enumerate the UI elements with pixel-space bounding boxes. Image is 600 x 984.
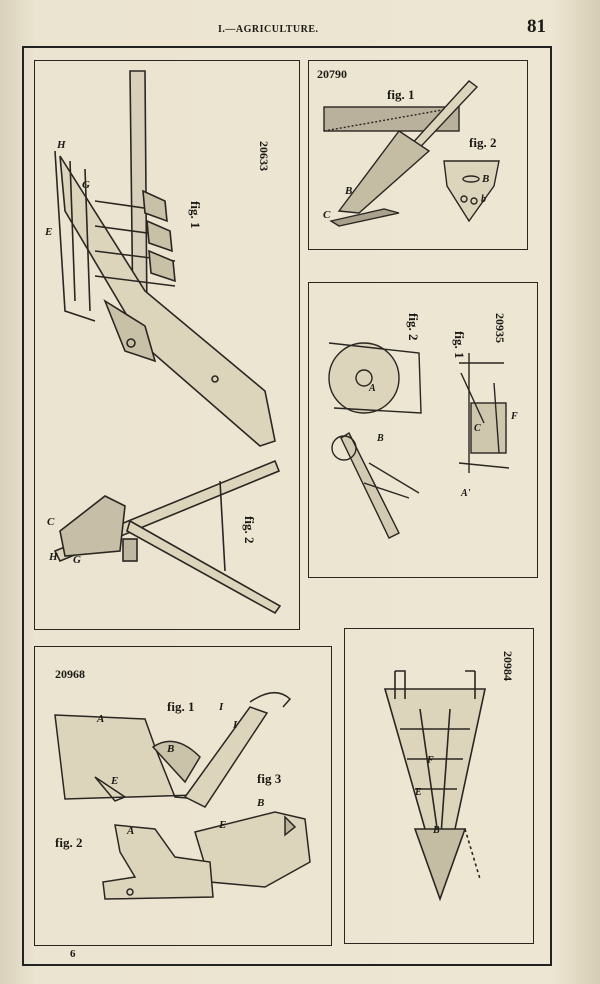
- seeder-drawing: [328, 342, 510, 539]
- part-letter: B: [482, 173, 490, 185]
- part-letter: E: [111, 775, 119, 787]
- plough-bodies-drawing: [54, 692, 311, 900]
- part-letter: H: [57, 139, 66, 151]
- page-number: 81: [527, 16, 546, 37]
- part-letter: b: [481, 194, 486, 205]
- page-header: I.—AGRICULTURE. 81: [0, 14, 600, 44]
- part-letter: B: [433, 825, 440, 836]
- patent-number: 20968: [55, 667, 85, 681]
- signature-mark: 6: [70, 948, 76, 960]
- part-letter: A: [369, 383, 376, 394]
- shovel-drawing: [323, 80, 500, 227]
- part-letter: B: [345, 185, 353, 197]
- part-letter: B: [257, 797, 265, 809]
- part-letter: H: [49, 551, 58, 563]
- part-letter: I: [219, 701, 224, 713]
- section-title: I.—AGRICULTURE.: [218, 24, 319, 35]
- figure-label: fig. 2: [469, 135, 497, 150]
- part-letter: G: [73, 554, 81, 566]
- panel-20790: 20790 fig. 1 fig. 2 B C B b: [308, 60, 528, 250]
- figure-label: fig. 1: [387, 87, 415, 102]
- harrow-drawing: [383, 670, 486, 902]
- part-letter: E: [219, 819, 227, 831]
- part-letter: E: [415, 787, 422, 798]
- part-letter: E: [45, 226, 53, 238]
- part-letter: I: [233, 719, 238, 731]
- figure-label: fig. 2: [55, 835, 83, 850]
- part-letter: A: [97, 713, 105, 725]
- part-letter: B: [167, 743, 175, 755]
- part-letter: B: [377, 433, 384, 444]
- part-letter: G: [82, 179, 90, 191]
- patent-number: 20790: [317, 67, 347, 81]
- panel-20935: 20935 fig. 1 fig. 2 A B C F: [308, 282, 538, 578]
- plough-drawing: [53, 70, 282, 615]
- part-letter: C: [47, 516, 55, 528]
- plate-frame: 20633 fig. 1 fig. 2: [22, 46, 552, 966]
- part-letter: A': [461, 488, 471, 499]
- panel-20968: 20968 fig. 1 fig. 2 fig 3 A B E: [34, 646, 332, 946]
- panel-20633: 20633 fig. 1 fig. 2: [34, 60, 300, 630]
- figure-label: fig 3: [257, 771, 282, 786]
- panel-20984: 20984 F E B: [344, 628, 534, 944]
- part-letter: A: [127, 825, 135, 837]
- figure-label: fig. 1: [167, 699, 195, 714]
- part-letter: F: [427, 755, 434, 766]
- part-letter: C: [474, 423, 481, 434]
- part-letter: C: [323, 209, 331, 221]
- part-letter: F: [511, 411, 518, 422]
